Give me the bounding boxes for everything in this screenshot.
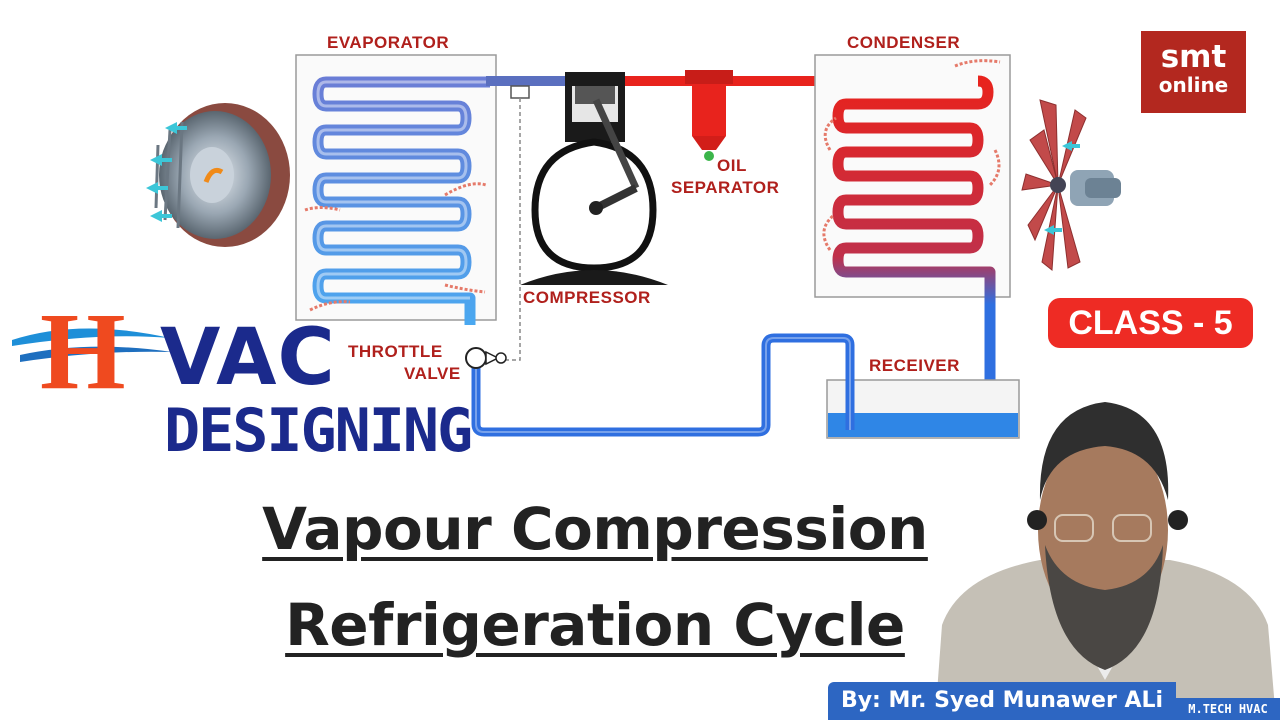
sensing-bulb xyxy=(510,85,530,99)
liquid-line xyxy=(471,333,855,437)
logo-designing-text: DESIGNING xyxy=(164,396,473,466)
title-line1: Vapour Compression xyxy=(262,495,928,563)
compressor xyxy=(520,72,668,285)
axial-fan-icon xyxy=(1021,99,1121,271)
throttle-valve-label-line2: VALVE xyxy=(404,364,461,383)
blower-airflow-icon xyxy=(146,122,187,222)
smt-online-logo: smt online xyxy=(1141,31,1246,113)
oil-separator-label-line2: SEPARATOR xyxy=(671,178,780,197)
evaporator-label: EVAPORATOR xyxy=(327,33,450,52)
condenser-coil xyxy=(832,75,996,400)
oil-separator-label-line1: OIL xyxy=(717,156,747,175)
oil-separator xyxy=(685,70,733,161)
logo-vac-text: VAC xyxy=(160,313,336,403)
evaporator-box xyxy=(295,54,497,321)
suction-line xyxy=(486,76,596,86)
discharge-line xyxy=(592,76,982,86)
title-line2: Refrigeration Cycle xyxy=(285,591,905,659)
receiver-label: RECEIVER xyxy=(869,356,960,375)
hvac-logo-icon: H xyxy=(12,290,172,412)
airflow-arrows xyxy=(304,59,1001,312)
smt-logo-subtext: online xyxy=(1158,73,1229,97)
evaporator-coil xyxy=(312,76,490,325)
class-badge: CLASS - 5 xyxy=(1048,298,1253,348)
presenter-byline: By: Mr. Syed Munawer ALi xyxy=(828,682,1176,720)
logo-h-letter: H xyxy=(40,290,126,412)
capillary-line xyxy=(495,98,521,361)
smt-logo-text: smt xyxy=(1160,39,1227,75)
receiver xyxy=(826,379,1020,439)
throttle-valve xyxy=(465,347,507,369)
presenter-degree: M.TECH HVAC xyxy=(1176,698,1280,720)
throttle-valve-label-line1: THROTTLE xyxy=(348,342,443,361)
blower-fan-icon xyxy=(154,103,290,247)
presenter-photo xyxy=(935,402,1276,720)
compressor-label: COMPRESSOR xyxy=(523,288,651,307)
condenser-label: CONDENSER xyxy=(847,33,961,52)
